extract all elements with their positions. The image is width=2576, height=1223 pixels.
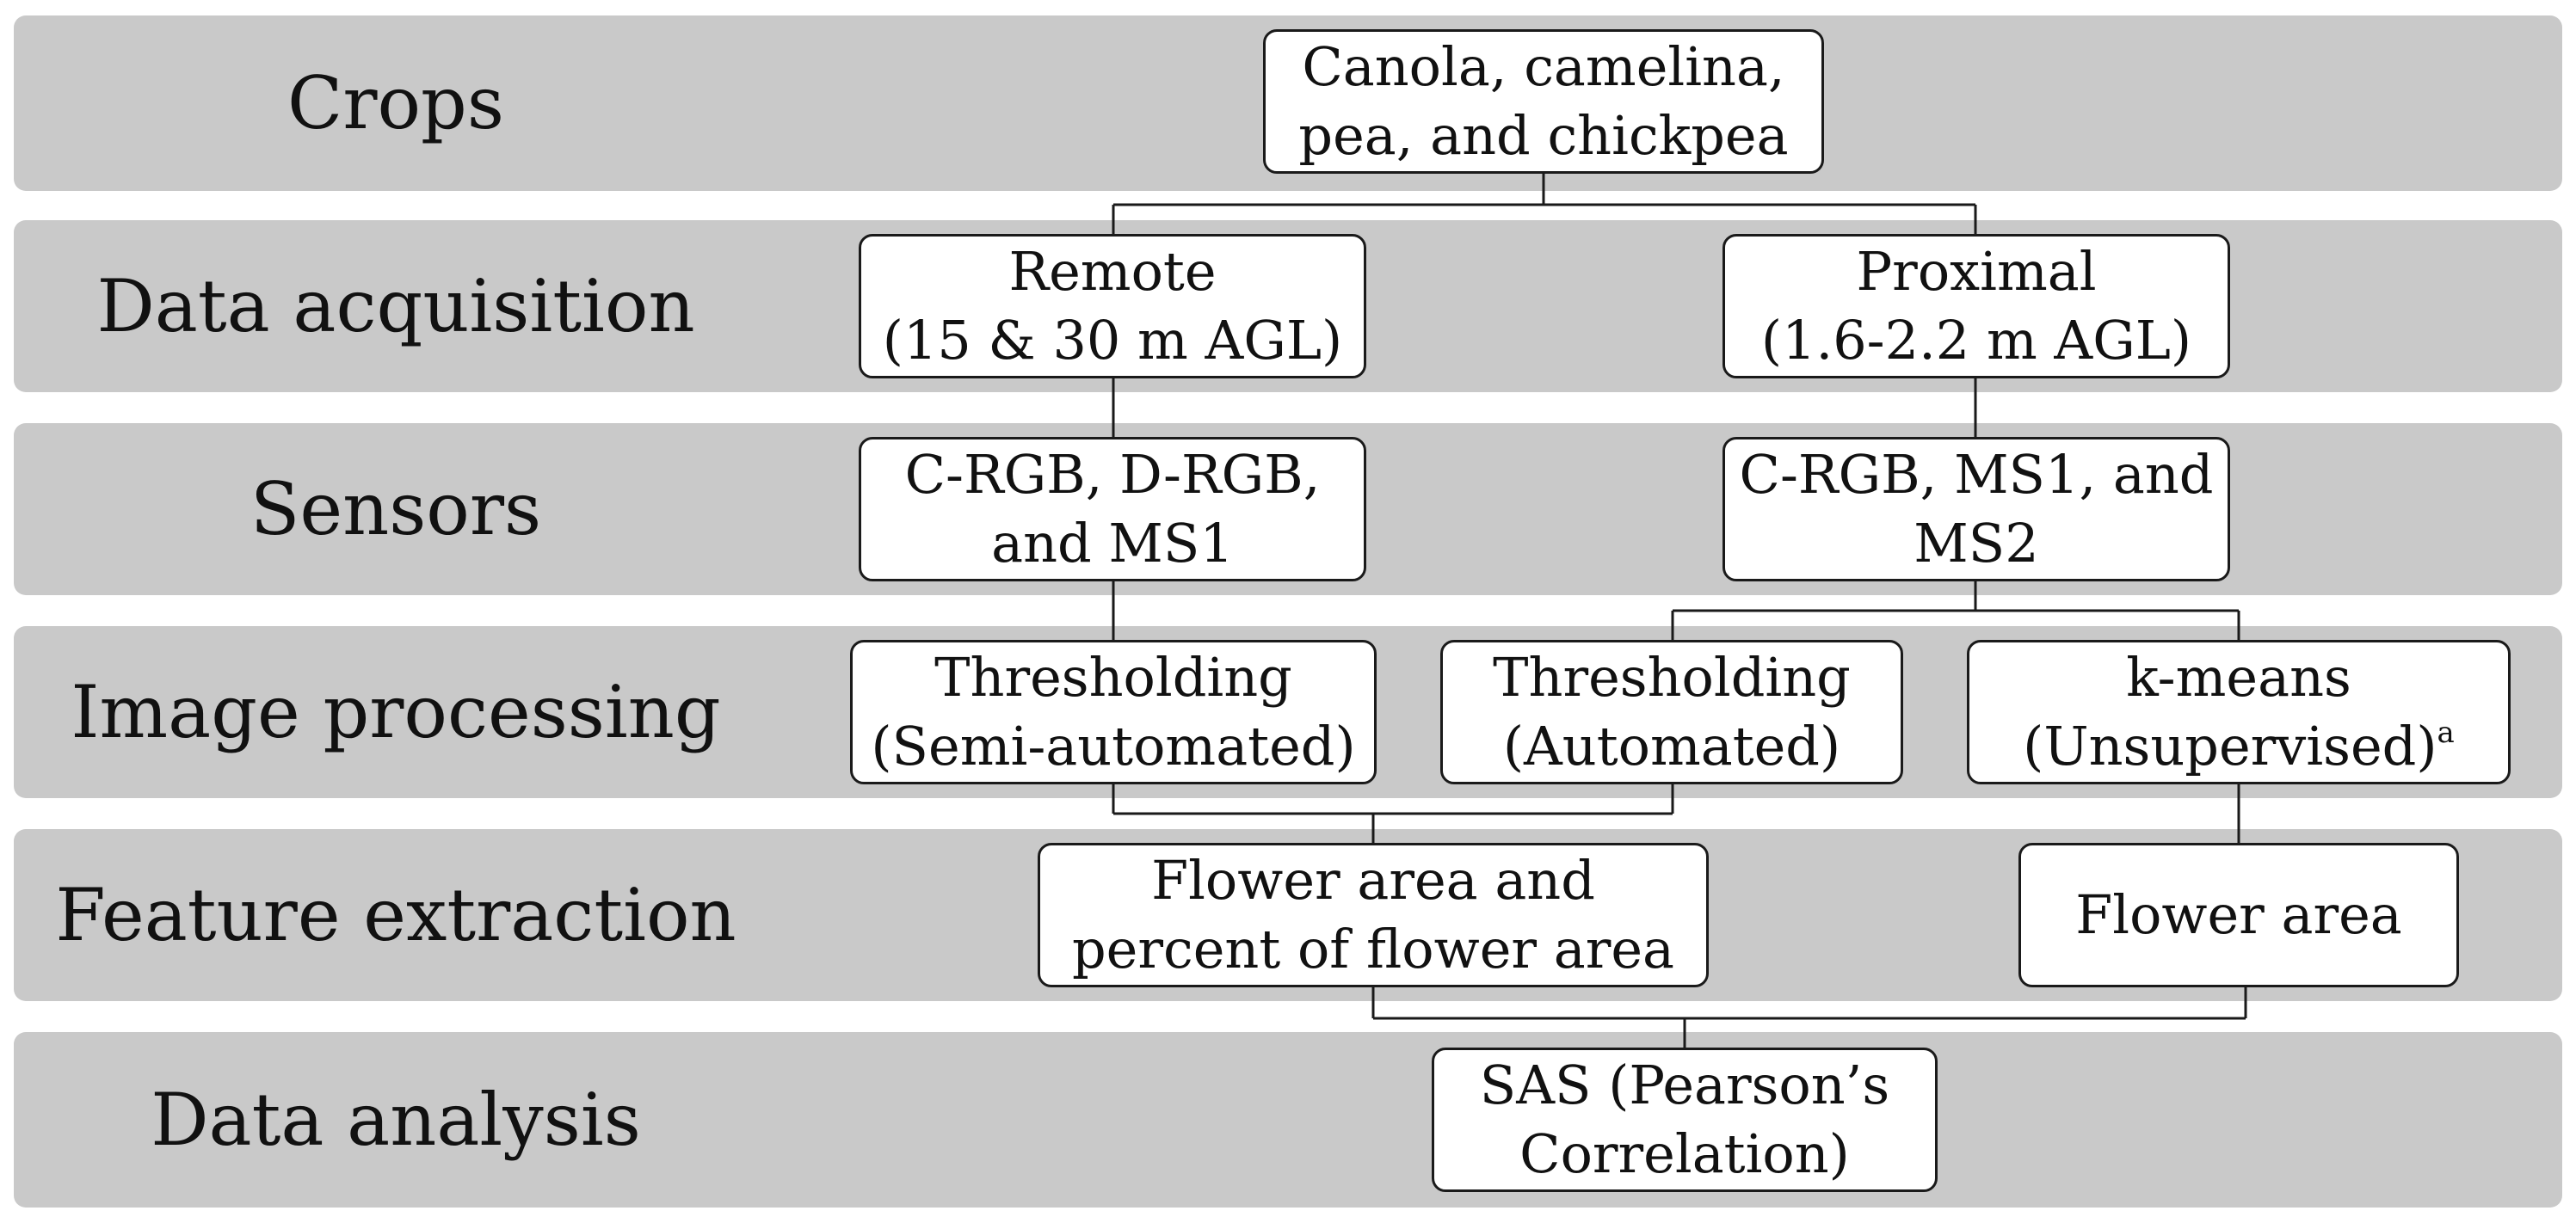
node-sas-line-2: Correlation): [1519, 1122, 1850, 1185]
stage-label-crops: Crops: [287, 61, 504, 145]
band-data-analysis: [14, 1032, 2562, 1208]
node-remote-sensors: C-RGB, D-RGB, and MS1: [859, 437, 1366, 581]
node-crops-line-2: pea, and chickpea: [1298, 104, 1789, 167]
node-kmeans-line-2: (Unsupervised)a: [2023, 712, 2455, 781]
node-remote: Remote (15 & 30 m AGL): [859, 234, 1366, 378]
node-flower-area-percent: Flower area and percent of flower area: [1038, 843, 1709, 987]
connector-features-to-sas: [1371, 987, 2247, 1048]
connector-thresholds-merge: [1112, 784, 1674, 843]
node-proximal-sensors-line-1: C-RGB, MS1, and: [1739, 443, 2214, 506]
node-threshold-semi-line-1: Thresholding: [934, 646, 1292, 709]
footnote-marker: a: [2437, 716, 2455, 750]
node-proximal-line-2: (1.6-2.2 m AGL): [1760, 309, 2192, 372]
connector-crops-to-acquisition: [1112, 174, 1977, 234]
node-remote-sensors-line-2: and MS1: [991, 512, 1234, 575]
node-proximal-sensors-line-2: MS2: [1914, 512, 2039, 575]
stage-label-feature-extraction: Feature extraction: [55, 873, 736, 957]
node-flower-area: Flower area: [2018, 843, 2459, 987]
node-flower-area-percent-line-1: Flower area and: [1151, 849, 1595, 912]
node-flower-area-line-1: Flower area: [2075, 883, 2402, 946]
node-remote-sensors-line-1: C-RGB, D-RGB,: [904, 443, 1321, 506]
stage-label-image-processing: Image processing: [71, 670, 721, 754]
node-threshold-auto-line-2: (Automated): [1502, 715, 1841, 777]
node-crops-line-1: Canola, camelina,: [1302, 35, 1785, 98]
connector-proximal-sensors-split: [1671, 581, 2240, 640]
node-kmeans: k-means (Unsupervised)a: [1967, 640, 2511, 784]
node-crops: Canola, camelina, pea, and chickpea: [1263, 29, 1824, 174]
node-threshold-auto-line-1: Thresholding: [1493, 646, 1851, 709]
node-threshold-semi: Thresholding (Semi-automated): [850, 640, 1377, 784]
node-remote-line-1: Remote: [1008, 240, 1217, 303]
stage-label-data-analysis: Data analysis: [151, 1078, 641, 1162]
node-sas: SAS (Pearson’s Correlation): [1432, 1048, 1938, 1192]
node-threshold-semi-line-2: (Semi-automated): [871, 715, 1356, 777]
node-kmeans-line-2-text: (Unsupervised): [2023, 715, 2437, 777]
node-proximal-sensors: C-RGB, MS1, and MS2: [1722, 437, 2230, 581]
stage-label-data-acquisition: Data acquisition: [96, 264, 695, 348]
node-flower-area-percent-line-2: percent of flower area: [1071, 918, 1674, 980]
node-remote-line-2: (15 & 30 m AGL): [882, 309, 1343, 372]
stage-label-sensors: Sensors: [250, 467, 542, 551]
node-kmeans-line-1: k-means: [2126, 646, 2351, 709]
node-proximal: Proximal (1.6-2.2 m AGL): [1722, 234, 2230, 378]
node-threshold-auto: Thresholding (Automated): [1440, 640, 1903, 784]
node-proximal-line-1: Proximal: [1856, 240, 2097, 303]
node-sas-line-1: SAS (Pearson’s: [1479, 1054, 1890, 1116]
